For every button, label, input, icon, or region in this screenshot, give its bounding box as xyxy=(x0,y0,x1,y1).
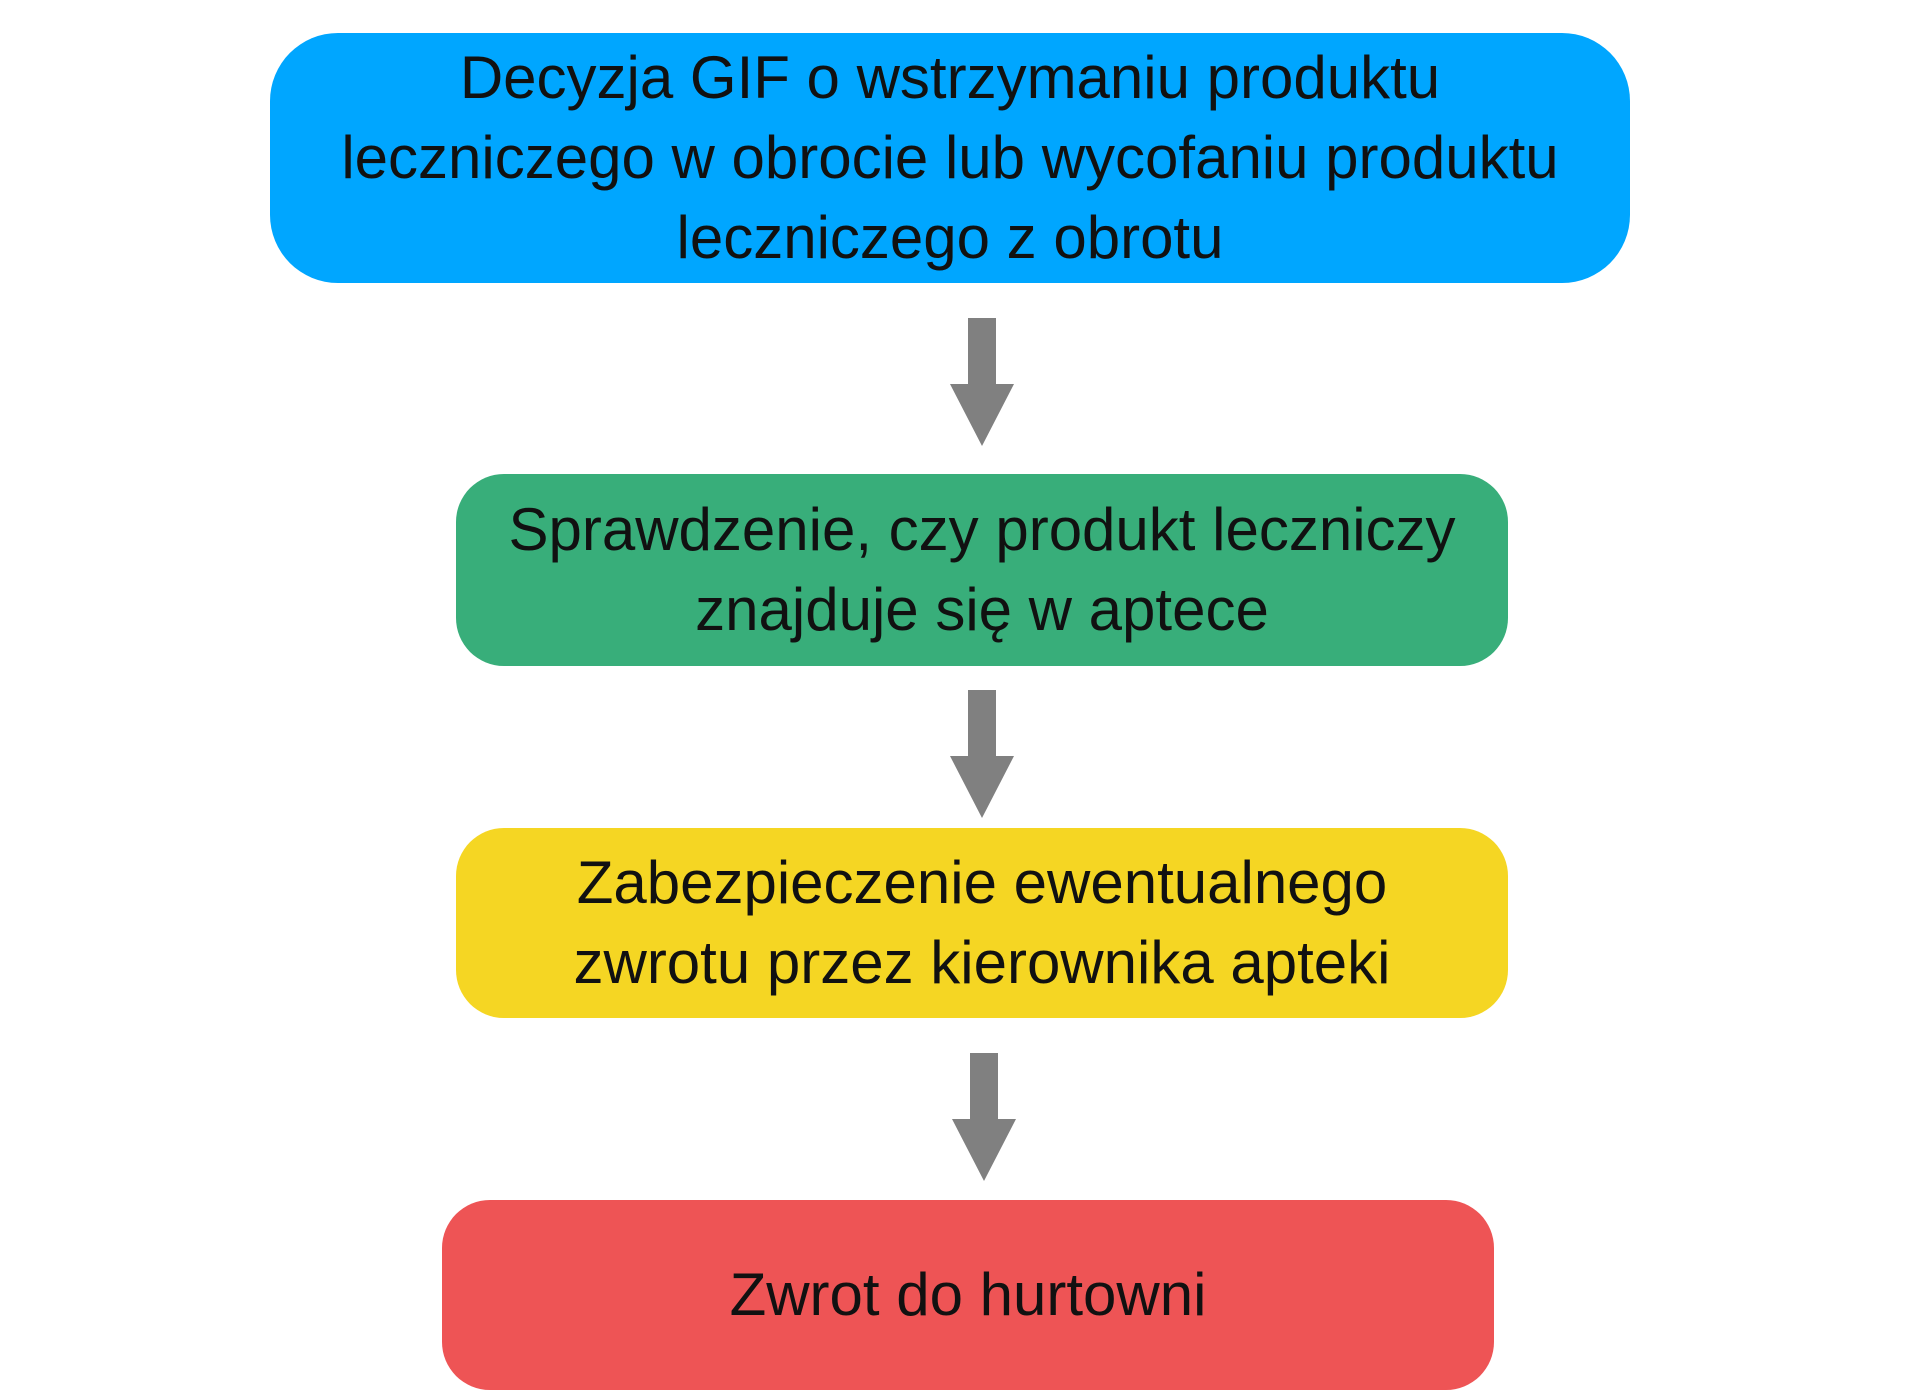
step-gif-decision-label: Decyzja GIF o wstrzymaniu produktu leczn… xyxy=(341,44,1559,271)
step-check-pharmacy-label: Sprawdzenie, czy produkt leczniczy znajd… xyxy=(508,496,1456,643)
arrow-down-icon xyxy=(952,1053,1016,1181)
step-secure-return-label: Zabezpieczenie ewentualnego zwrotu przez… xyxy=(573,849,1391,996)
arrow-down-icon xyxy=(950,690,1014,818)
step-return-to-wholesaler-label: Zwrot do hurtowni xyxy=(729,1261,1207,1328)
step-check-pharmacy: Sprawdzenie, czy produkt leczniczy znajd… xyxy=(456,474,1508,666)
step-gif-decision: Decyzja GIF o wstrzymaniu produktu leczn… xyxy=(270,33,1630,283)
arrow-down-icon xyxy=(950,318,1014,446)
step-return-to-wholesaler: Zwrot do hurtowni xyxy=(442,1200,1494,1390)
step-secure-return: Zabezpieczenie ewentualnego zwrotu przez… xyxy=(456,828,1508,1018)
